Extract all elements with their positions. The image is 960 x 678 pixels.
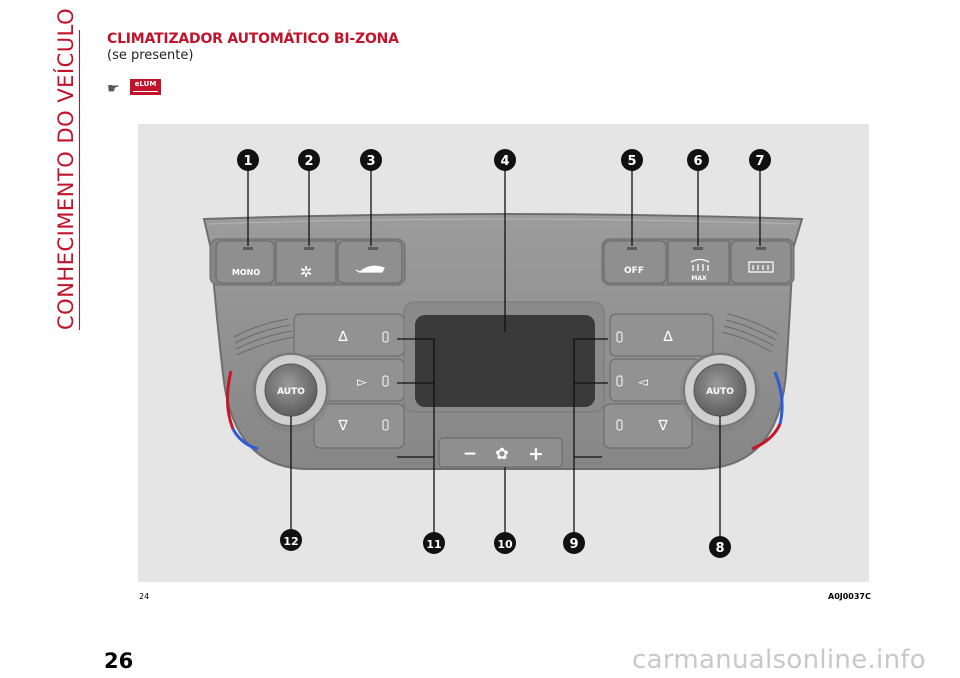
- climate-panel-illustration: MONO ✲ OFF MAX ∆ ▻ ∇: [202, 149, 804, 558]
- callout-10: 10: [497, 538, 513, 551]
- pointing-hand-icon: ☛: [107, 81, 120, 97]
- mono-button[interactable]: [215, 240, 275, 284]
- callout-7: 7: [755, 154, 764, 169]
- callout-3: 3: [366, 154, 375, 169]
- figure-code: A0J0037C: [828, 592, 871, 601]
- rear-defrost-led: [756, 247, 766, 250]
- right-auto-label: AUTO: [706, 387, 734, 397]
- page-number: 26: [104, 649, 134, 673]
- callout-5: 5: [627, 154, 636, 169]
- left-cool-arc: [231, 428, 259, 451]
- left-arrow-icon: ◅: [638, 375, 648, 390]
- callout-6: 6: [693, 154, 702, 169]
- fan-plus-icon: +: [528, 443, 544, 465]
- off-label: OFF: [624, 266, 644, 276]
- down-arrow-icon: ∇: [657, 418, 668, 434]
- left-vent-grille: [233, 318, 295, 356]
- down-arrow-icon: ∇: [337, 418, 348, 434]
- elum-badge: eLUM: [130, 79, 161, 95]
- section-title: CONHECIMENTO DO VEÍCULO: [54, 7, 78, 330]
- recirculation-button[interactable]: [337, 240, 403, 284]
- left-auto-label: AUTO: [277, 387, 305, 397]
- callout-1: 1: [243, 154, 252, 169]
- right-arrow-icon: ▻: [357, 375, 367, 390]
- snowflake-icon: ✲: [300, 263, 313, 281]
- off-button[interactable]: [603, 240, 667, 284]
- left-heat-arc: [226, 370, 235, 430]
- callout-11: 11: [426, 538, 441, 551]
- off-led: [627, 247, 637, 250]
- right-cool-arc: [773, 371, 784, 425]
- callout-2: 2: [304, 154, 313, 169]
- page-heading: CLIMATIZADOR AUTOMÁTICO BI-ZONA: [107, 31, 399, 47]
- callout-markers: 1 2 3 4 5 6 7 8 9 10 11 12: [237, 149, 771, 558]
- right-vent-grille: [721, 313, 779, 353]
- up-arrow-icon: ∆: [337, 329, 348, 345]
- fan-minus-icon: −: [463, 444, 477, 464]
- up-arrow-icon: ∆: [662, 329, 673, 345]
- fan-icon: ✿: [495, 444, 508, 463]
- ac-button[interactable]: [275, 240, 337, 284]
- callout-8: 8: [715, 541, 724, 556]
- right-up-button[interactable]: [609, 313, 714, 357]
- watermark: carmanualsonline.info: [632, 645, 927, 675]
- callout-lines: [247, 170, 761, 536]
- recirculation-icon: [355, 265, 385, 273]
- callout-12: 12: [283, 535, 298, 548]
- right-heat-arc: [751, 423, 782, 451]
- right-button-column: ∆ ◅ ∇: [603, 313, 714, 449]
- right-down-button[interactable]: [603, 403, 693, 449]
- climate-control-figure: MONO ✲ OFF MAX ∆ ▻ ∇: [138, 124, 869, 582]
- mono-led: [243, 247, 253, 250]
- section-rule: [79, 30, 80, 330]
- page-subheading: (se presente): [107, 48, 194, 63]
- fan-speed-buttons[interactable]: [438, 437, 563, 468]
- callout-4: 4: [500, 154, 509, 169]
- display-screen: [415, 315, 595, 407]
- rear-window-defrost-icon: [748, 261, 774, 273]
- max-led: [693, 247, 703, 250]
- windshield-defrost-icon: [690, 258, 710, 271]
- figure-number: 24: [139, 592, 150, 601]
- recirculation-led: [368, 247, 378, 250]
- mono-label: MONO: [232, 268, 260, 277]
- callout-9: 9: [569, 537, 578, 552]
- max-label: MAX: [691, 275, 707, 282]
- ac-led: [304, 247, 314, 250]
- left-down-button[interactable]: [313, 403, 405, 449]
